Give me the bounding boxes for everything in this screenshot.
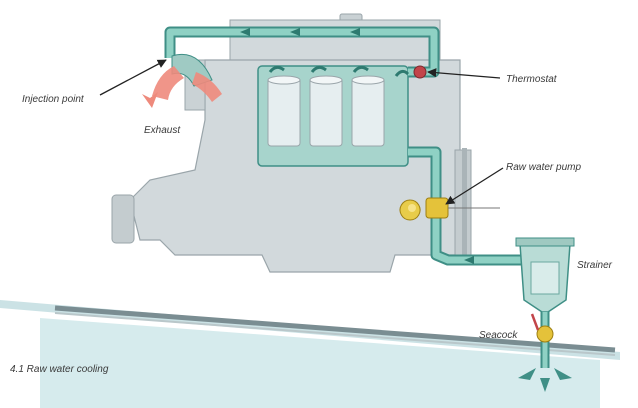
leader-lines [99,59,504,205]
hull-line [54,305,616,356]
label-strainer: Strainer [577,260,613,271]
exhaust [142,54,222,108]
label-raw-water-pump: Raw water pump [506,162,581,173]
label-injection-point: Injection point [22,94,85,105]
strainer [515,237,575,313]
label-exhaust: Exhaust [144,125,181,136]
jacket-flow-arrows [268,65,410,77]
label-thermostat: Thermostat [506,74,558,85]
raw-water-pipe [408,146,530,266]
figure-caption: 4.1 Raw water cooling [10,364,109,375]
raw-water-pump [399,197,500,221]
label-seacock: Seacock [479,330,518,341]
thermostat [413,65,427,79]
intake-arrows [518,368,572,392]
water-jacket [257,65,409,167]
seacock [530,312,554,368]
